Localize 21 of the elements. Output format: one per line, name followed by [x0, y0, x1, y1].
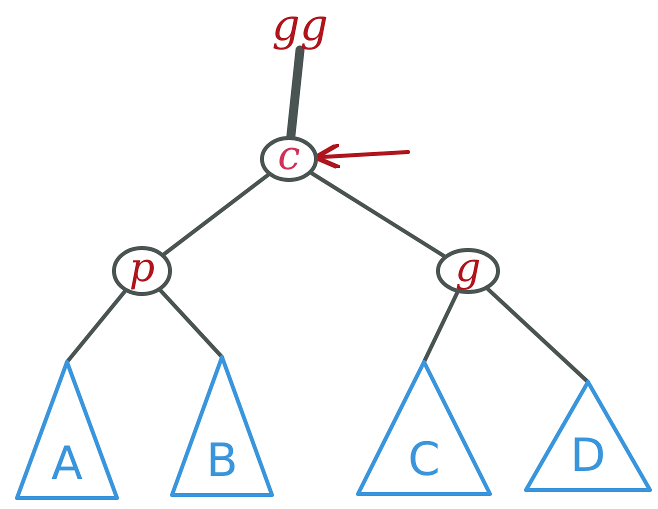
connector-line — [65, 289, 127, 364]
tree-node-circle — [436, 248, 500, 294]
node-letter: gg — [272, 4, 328, 48]
connector-line — [486, 287, 590, 384]
connector-line — [422, 290, 460, 364]
subtree-triangle — [524, 380, 652, 492]
node-letter: g — [455, 248, 481, 288]
node-letter: C — [408, 436, 440, 482]
connector-line — [310, 171, 446, 258]
node-letter: c — [278, 136, 300, 176]
node-letter: D — [570, 432, 606, 478]
subtree-triangle — [15, 360, 119, 500]
connector-line — [158, 288, 224, 359]
node-letter: p — [129, 248, 155, 288]
node-letter: A — [51, 440, 83, 486]
tree-node-circle — [260, 136, 318, 182]
connector-line — [162, 172, 270, 256]
tree-node-circle — [112, 246, 172, 296]
subtree-triangle — [356, 360, 492, 496]
subtree-triangle — [170, 355, 274, 497]
node-letter: B — [206, 437, 238, 483]
